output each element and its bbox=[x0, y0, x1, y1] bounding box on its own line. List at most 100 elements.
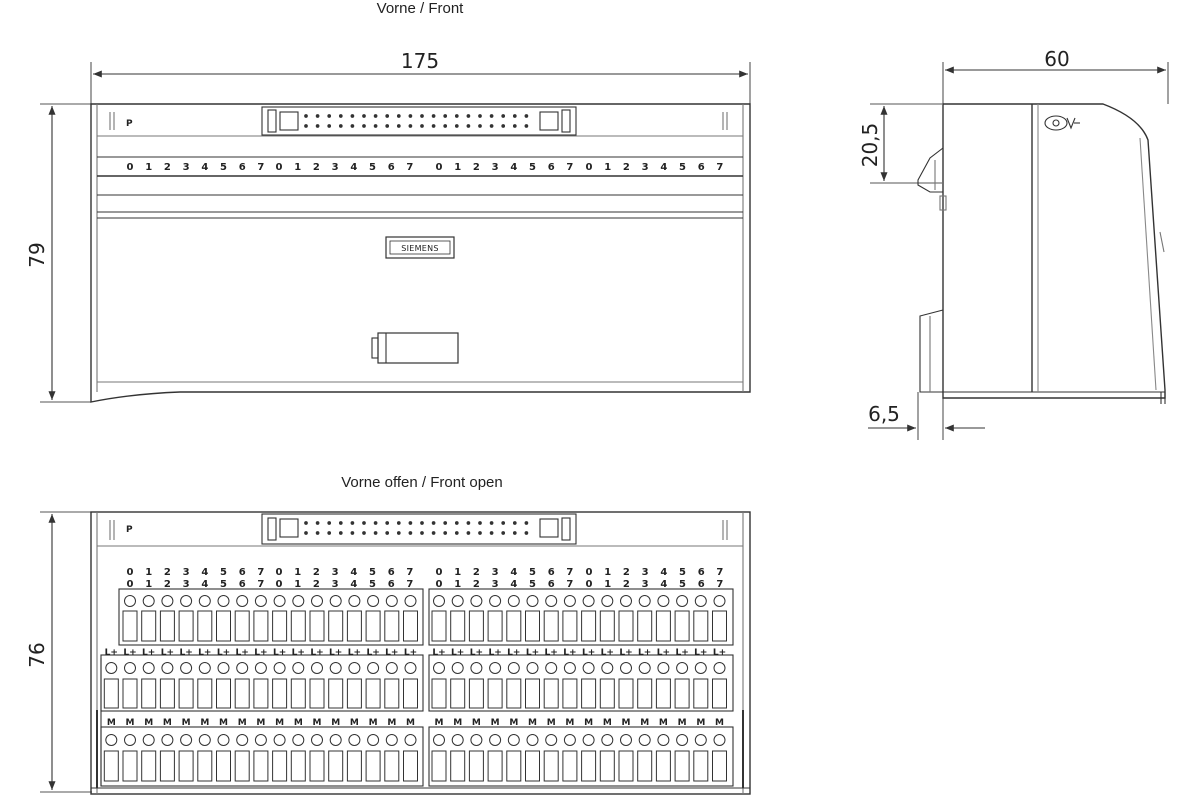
terminal-screw bbox=[489, 595, 502, 607]
terminal-m-label: M bbox=[350, 718, 359, 728]
terminal-slot bbox=[637, 610, 653, 642]
channel-number: 3 bbox=[492, 162, 499, 173]
channel-number: 1 bbox=[294, 162, 301, 173]
front-open-view bbox=[40, 511, 751, 795]
terminal-slot bbox=[272, 610, 288, 642]
connector-pin bbox=[524, 124, 529, 128]
terminal-m-label: M bbox=[715, 718, 724, 728]
terminal-screw bbox=[348, 595, 361, 607]
open-connector-pins bbox=[304, 521, 529, 535]
terminal-m-label: M bbox=[472, 718, 481, 728]
connector-pin bbox=[315, 114, 320, 118]
terminal-slot bbox=[618, 750, 634, 782]
channel-number: 7 bbox=[257, 162, 264, 173]
terminal-slot bbox=[197, 750, 213, 782]
channel-number: 1 bbox=[145, 579, 152, 590]
connector-pin bbox=[338, 521, 343, 525]
connector-pin bbox=[362, 531, 366, 535]
terminal-slot bbox=[234, 678, 250, 709]
terminal-screw bbox=[582, 595, 595, 607]
connector-pin bbox=[396, 521, 401, 525]
channel-number: 2 bbox=[473, 579, 480, 590]
channel-number: 2 bbox=[473, 567, 480, 578]
terminal-slot bbox=[384, 750, 400, 782]
terminal-l-plus-label: L+ bbox=[582, 648, 595, 658]
dimension-79: 79 bbox=[25, 242, 49, 267]
channel-number: 4 bbox=[510, 579, 517, 590]
connector-pin bbox=[373, 531, 378, 535]
connector-pin bbox=[315, 531, 320, 535]
terminal-slot bbox=[599, 678, 615, 709]
terminal-screw bbox=[311, 662, 323, 674]
channel-number: 6 bbox=[698, 567, 705, 578]
connector-pin bbox=[385, 114, 390, 118]
terminal-screw bbox=[217, 734, 230, 746]
connector-pin bbox=[373, 124, 378, 128]
channel-number: 5 bbox=[369, 162, 376, 173]
connector-pin bbox=[478, 124, 482, 128]
terminal-m-label: M bbox=[256, 718, 265, 728]
terminal-screw bbox=[526, 662, 539, 674]
front-view-title: Vorne / Front bbox=[377, 0, 465, 17]
terminal-slot bbox=[141, 610, 157, 642]
channel-number: 5 bbox=[369, 579, 376, 590]
connector-pin bbox=[524, 531, 529, 535]
terminal-screw bbox=[638, 595, 651, 607]
terminal-screw bbox=[470, 595, 483, 607]
terminal-slot bbox=[178, 678, 194, 709]
terminal-slot bbox=[197, 678, 213, 709]
terminal-slot bbox=[290, 610, 306, 642]
terminal-screw bbox=[198, 595, 211, 607]
side-view bbox=[868, 62, 1169, 440]
terminal-m-label: M bbox=[200, 718, 209, 728]
terminal-screw bbox=[367, 662, 380, 674]
terminal-slot bbox=[384, 678, 400, 709]
terminal-screw bbox=[367, 734, 380, 746]
open-panel-label: P bbox=[126, 525, 133, 535]
terminal-slot bbox=[216, 678, 231, 709]
terminal-slot bbox=[450, 610, 466, 642]
dimension-20-5: 20,5 bbox=[858, 123, 882, 168]
terminal-screw bbox=[507, 595, 520, 607]
terminal-l-plus-label: L+ bbox=[694, 648, 707, 658]
channel-number: 0 bbox=[586, 567, 593, 578]
terminal-slot bbox=[384, 610, 400, 642]
terminal-screw bbox=[105, 734, 118, 746]
terminal-slot bbox=[159, 610, 175, 642]
terminal-screw bbox=[489, 662, 502, 674]
terminal-slot bbox=[103, 750, 119, 782]
connector-pin bbox=[489, 124, 494, 128]
terminal-l-plus-label: L+ bbox=[601, 648, 614, 658]
terminal-m-label: M bbox=[331, 718, 340, 728]
channel-number: 7 bbox=[406, 567, 413, 578]
connector-pin bbox=[385, 531, 390, 535]
channel-number: 4 bbox=[510, 567, 517, 578]
connector-pin bbox=[420, 521, 424, 525]
channel-number: 7 bbox=[566, 162, 573, 173]
terminal-screw bbox=[254, 734, 267, 746]
terminal-m-label: M bbox=[275, 718, 284, 728]
channel-number: 6 bbox=[239, 567, 246, 578]
terminal-slot bbox=[450, 750, 466, 782]
channel-number: 4 bbox=[660, 579, 667, 590]
channel-number: 4 bbox=[201, 567, 208, 578]
channel-number: 1 bbox=[604, 162, 611, 173]
terminal-slot bbox=[487, 750, 503, 782]
connector-pin bbox=[512, 521, 517, 525]
connector-pin bbox=[408, 124, 413, 128]
terminal-slot bbox=[506, 678, 522, 709]
terminal-m-label: M bbox=[406, 718, 415, 728]
terminal-slot bbox=[543, 678, 559, 709]
connector-pin bbox=[420, 114, 424, 118]
terminal-screw bbox=[713, 734, 726, 746]
terminal-slot bbox=[525, 678, 540, 709]
terminal-m-label: M bbox=[528, 718, 537, 728]
terminal-screw bbox=[657, 595, 670, 607]
channel-number: 6 bbox=[548, 579, 555, 590]
channel-number: 7 bbox=[716, 579, 723, 590]
channel-number: 4 bbox=[660, 162, 667, 173]
terminal-m-label: M bbox=[126, 718, 135, 728]
terminal-screw bbox=[638, 734, 651, 746]
channel-number: 3 bbox=[642, 579, 649, 590]
